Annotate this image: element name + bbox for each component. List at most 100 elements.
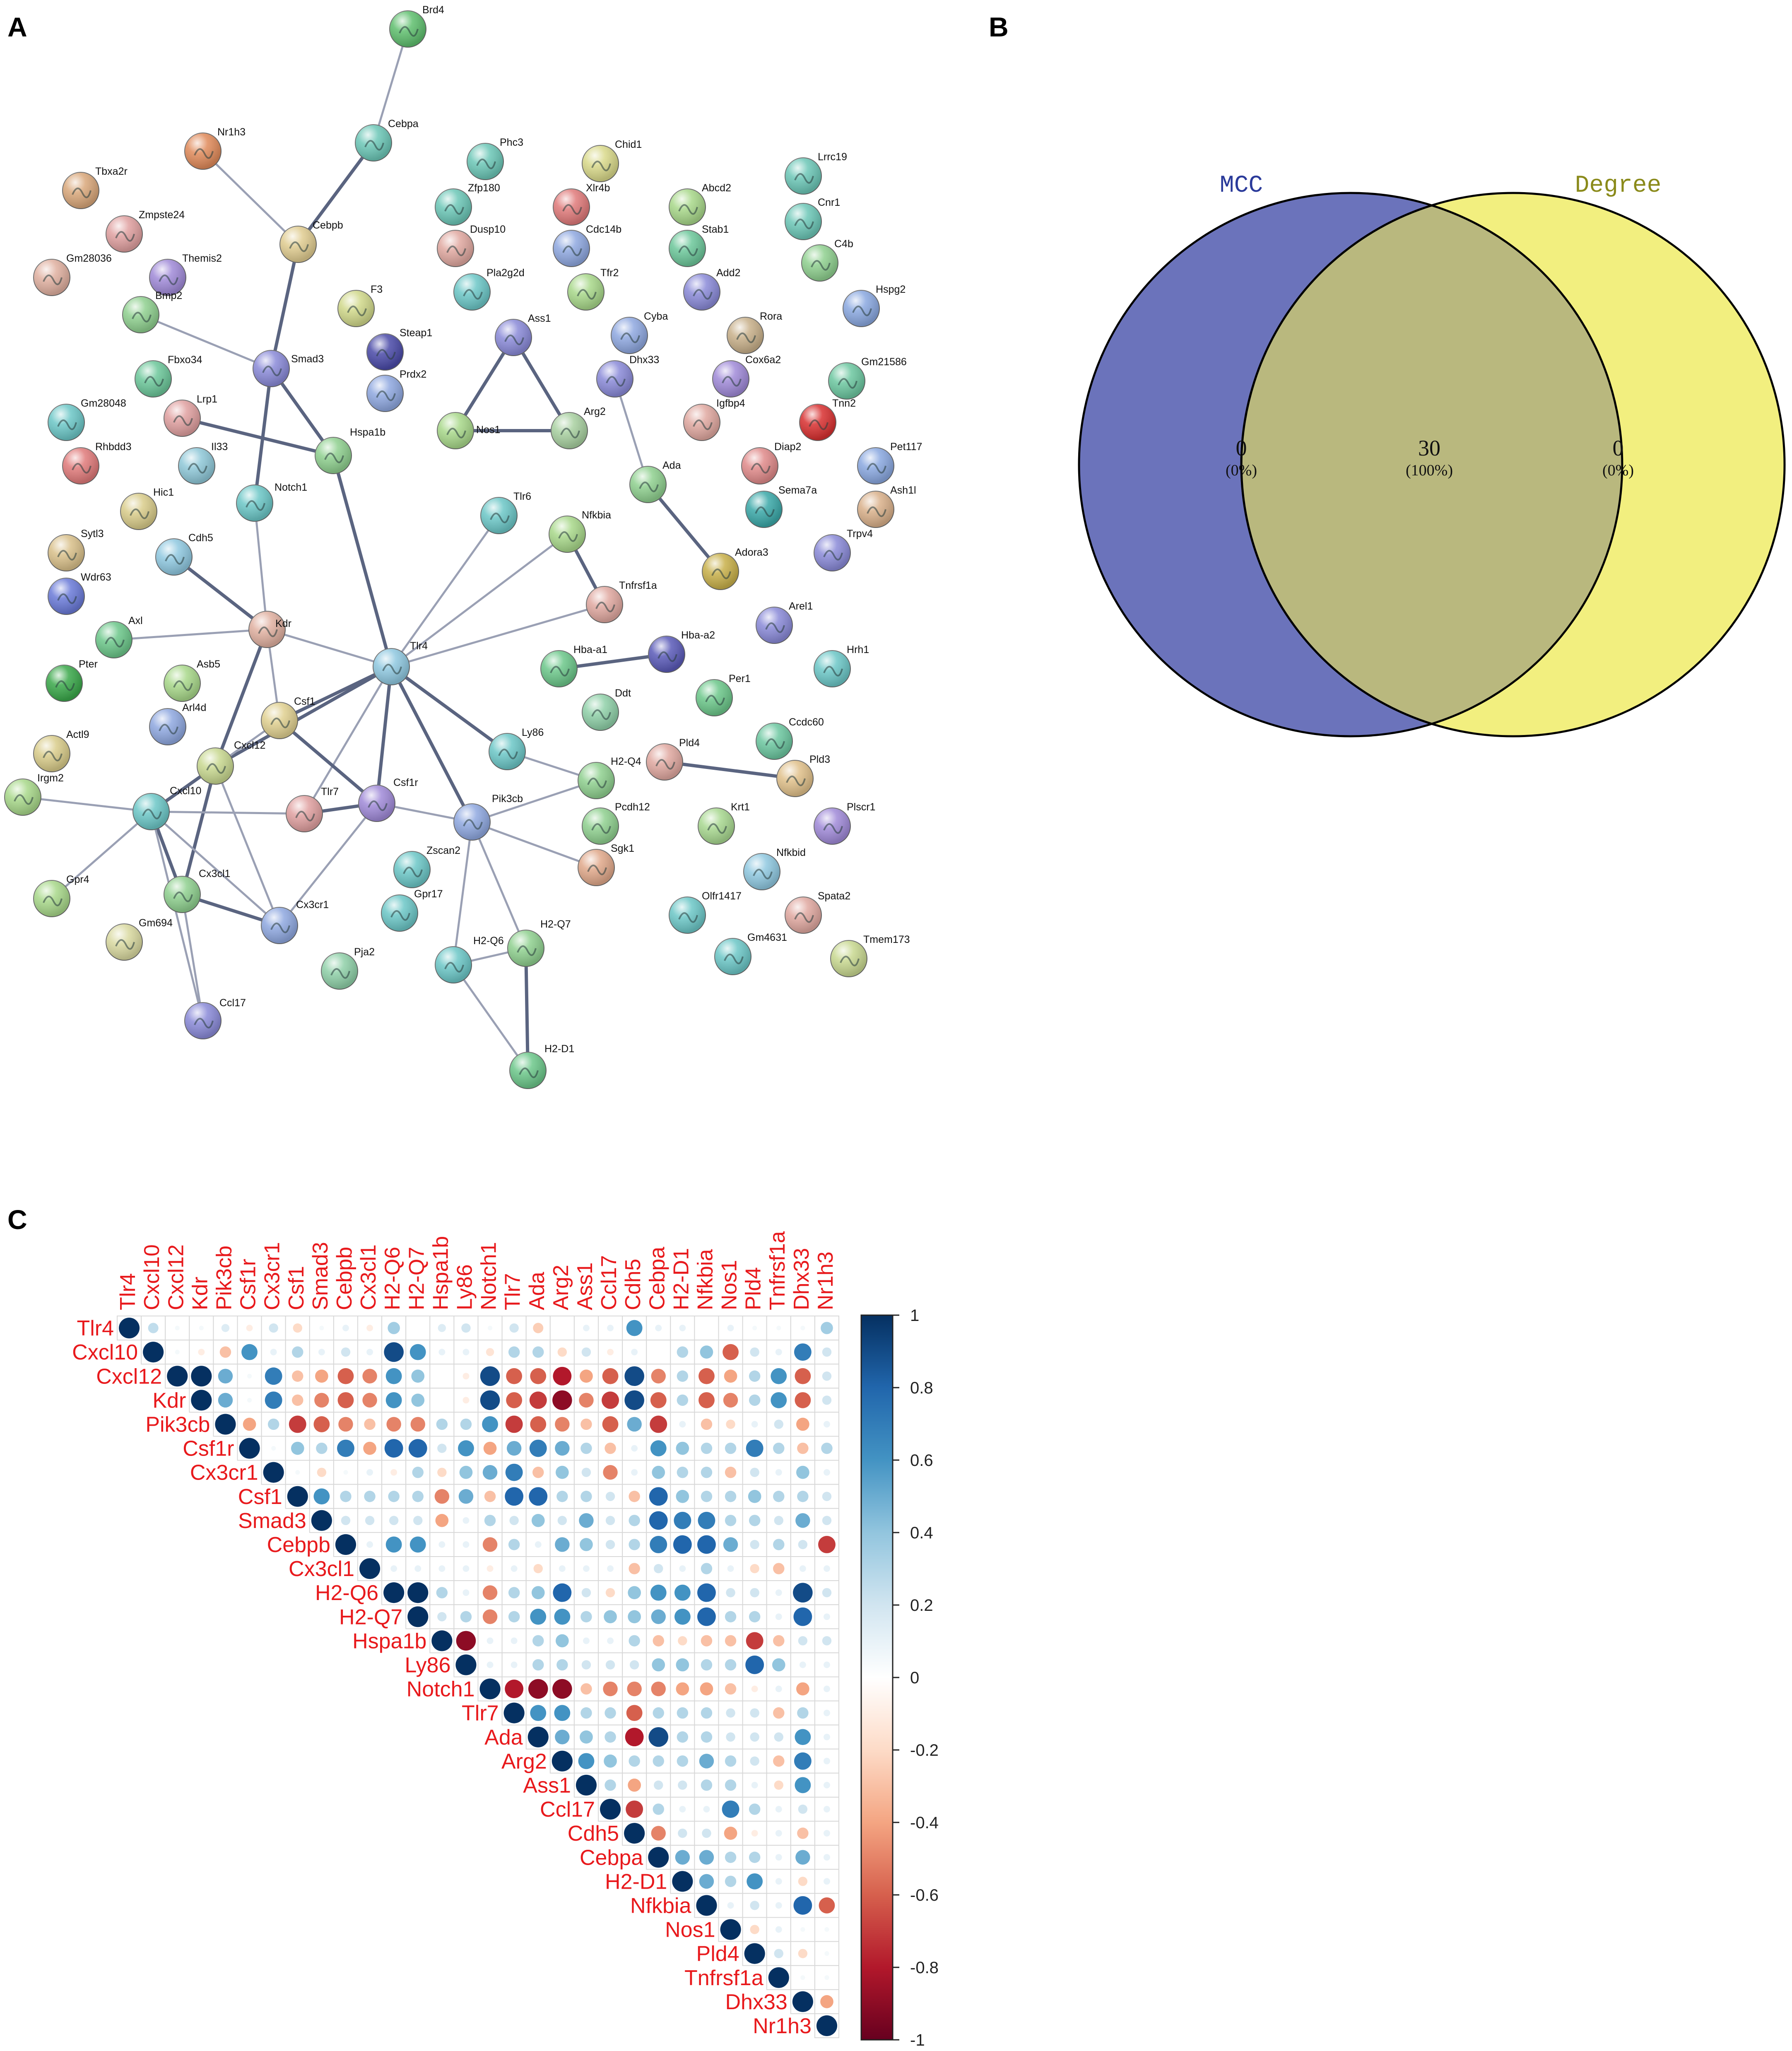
node-h2-q7[interactable]: H2-Q7 <box>507 918 571 967</box>
node-sgk1[interactable]: Sgk1 <box>578 843 634 886</box>
node-gm694[interactable]: Gm694 <box>106 917 173 961</box>
node-cebpb[interactable]: Cebpb <box>279 219 343 263</box>
node-pter[interactable]: Pter <box>46 658 98 702</box>
node-tnfrsf1a[interactable]: Tnfrsf1a <box>586 580 657 623</box>
node-themis2[interactable]: Themis2 <box>149 253 222 296</box>
node-irgm2[interactable]: Irgm2 <box>4 772 64 816</box>
node-arel1[interactable]: Arel1 <box>756 600 813 644</box>
node-smad3[interactable]: Smad3 <box>253 350 324 387</box>
node-adora3[interactable]: Adora3 <box>702 547 768 590</box>
node-tfr2[interactable]: Tfr2 <box>567 267 619 311</box>
node-xlr4b[interactable]: Xlr4b <box>553 182 610 226</box>
node-kdr[interactable]: Kdr <box>248 611 291 648</box>
node-pja2[interactable]: Pja2 <box>321 946 375 990</box>
node-tbxa2r[interactable]: Tbxa2r <box>62 166 128 209</box>
node-prdx2[interactable]: Prdx2 <box>366 369 426 412</box>
node-actl9[interactable]: Actl9 <box>33 729 89 772</box>
node-hrh1[interactable]: Hrh1 <box>814 644 869 687</box>
node-per1[interactable]: Per1 <box>696 673 751 716</box>
node-cdc14b[interactable]: Cdc14b <box>553 224 621 267</box>
node-dusp10[interactable]: Dusp10 <box>437 224 506 267</box>
node-tmem173[interactable]: Tmem173 <box>830 934 910 977</box>
node-dhx33[interactable]: Dhx33 <box>596 354 659 398</box>
node-cnr1[interactable]: Cnr1 <box>785 197 840 240</box>
node-wdr63[interactable]: Wdr63 <box>48 571 111 615</box>
node-hba-a1[interactable]: Hba-a1 <box>540 644 607 687</box>
node-spata2[interactable]: Spata2 <box>785 890 850 934</box>
node-arg2[interactable]: Arg2 <box>551 406 606 449</box>
node-axl[interactable]: Axl <box>95 615 143 658</box>
node-cdh5[interactable]: Cdh5 <box>155 532 213 576</box>
node-h2-d1[interactable]: H2-D1 <box>509 1043 574 1089</box>
node-phc3[interactable]: Phc3 <box>467 137 523 180</box>
node-nr1h3[interactable]: Nr1h3 <box>184 126 246 170</box>
node-abcd2[interactable]: Abcd2 <box>669 182 731 226</box>
node-cyba[interactable]: Cyba <box>611 311 668 354</box>
node-gm21586[interactable]: Gm21586 <box>828 356 907 400</box>
node-plscr1[interactable]: Plscr1 <box>814 801 875 845</box>
node-asb5[interactable]: Asb5 <box>164 658 220 702</box>
node-cxcl12[interactable]: Cxcl12 <box>197 740 265 785</box>
node-gm28048[interactable]: Gm28048 <box>48 398 126 441</box>
node-gpr17[interactable]: Gpr17 <box>381 888 443 932</box>
node-pik3cb[interactable]: Pik3cb <box>453 793 523 841</box>
node-chid1[interactable]: Chid1 <box>582 139 642 182</box>
node-tnn2[interactable]: Tnn2 <box>799 398 856 441</box>
node-h2-q6[interactable]: H2-Q6 <box>435 935 504 983</box>
node-il33[interactable]: Il33 <box>178 441 228 484</box>
node-hic1[interactable]: Hic1 <box>120 487 174 530</box>
node-pld3[interactable]: Pld3 <box>776 754 830 797</box>
node-brd4[interactable]: Brd4 <box>389 4 444 48</box>
node-hspg2[interactable]: Hspg2 <box>843 284 906 327</box>
node-tlr4[interactable]: Tlr4 <box>373 640 428 685</box>
node-f3[interactable]: F3 <box>337 284 383 327</box>
node-trpv4[interactable]: Trpv4 <box>814 528 873 571</box>
node-cx3cr1[interactable]: Cx3cr1 <box>261 899 329 944</box>
node-notch1[interactable]: Notch1 <box>236 482 307 522</box>
node-pla2g2d[interactable]: Pla2g2d <box>453 267 525 311</box>
node-pet117[interactable]: Pet117 <box>857 441 922 484</box>
node-cxcl10[interactable]: Cxcl10 <box>132 785 201 830</box>
node-ccl17[interactable]: Ccl17 <box>184 997 246 1039</box>
node-add2[interactable]: Add2 <box>683 267 740 311</box>
node-rora[interactable]: Rora <box>727 311 782 354</box>
node-arl4d[interactable]: Arl4d <box>149 702 206 745</box>
node-sytl3[interactable]: Sytl3 <box>48 528 104 571</box>
node-ly86[interactable]: Ly86 <box>489 727 544 770</box>
node-hspa1b[interactable]: Hspa1b <box>315 427 385 474</box>
node-nfkbid[interactable]: Nfkbid <box>743 847 806 890</box>
node-csf1r[interactable]: Csf1r <box>358 777 418 822</box>
node-nos1[interactable]: Nos1 <box>437 412 500 449</box>
node-h2-q4[interactable]: H2-Q4 <box>578 756 641 799</box>
node-pcdh12[interactable]: Pcdh12 <box>582 801 650 845</box>
node-bmp2[interactable]: Bmp2 <box>122 290 182 333</box>
node-tlr7[interactable]: Tlr7 <box>286 786 339 832</box>
node-hba-a2[interactable]: Hba-a2 <box>648 629 715 673</box>
node-c4b[interactable]: C4b <box>801 238 853 282</box>
node-lrrc19[interactable]: Lrrc19 <box>785 151 847 195</box>
node-zmpste24[interactable]: Zmpste24 <box>106 209 185 253</box>
node-gm28036[interactable]: Gm28036 <box>33 253 112 296</box>
node-steap1[interactable]: Steap1 <box>366 327 432 371</box>
node-csf1[interactable]: Csf1 <box>261 696 315 739</box>
node-cx3cl1[interactable]: Cx3cl1 <box>164 868 230 913</box>
node-stab1[interactable]: Stab1 <box>669 224 729 267</box>
node-olfr1417[interactable]: Olfr1417 <box>669 890 742 934</box>
node-nfkbia[interactable]: Nfkbia <box>549 509 611 553</box>
node-ccdc60[interactable]: Ccdc60 <box>756 716 824 760</box>
node-pld4[interactable]: Pld4 <box>646 737 700 781</box>
node-zfp180[interactable]: Zfp180 <box>435 182 500 226</box>
node-igfbp4[interactable]: Igfbp4 <box>683 398 745 441</box>
node-cebpa[interactable]: Cebpa <box>355 118 419 161</box>
node-cox6a2[interactable]: Cox6a2 <box>712 354 781 398</box>
node-tlr6[interactable]: Tlr6 <box>480 491 531 534</box>
node-ass1[interactable]: Ass1 <box>495 313 551 356</box>
node-krt1[interactable]: Krt1 <box>698 801 750 845</box>
node-rhbdd3[interactable]: Rhbdd3 <box>62 441 132 484</box>
node-fbxo34[interactable]: Fbxo34 <box>135 354 202 398</box>
node-sema7a[interactable]: Sema7a <box>745 484 817 528</box>
node-ash1l[interactable]: Ash1l <box>857 484 916 528</box>
node-gm4631[interactable]: Gm4631 <box>714 932 787 975</box>
node-diap2[interactable]: Diap2 <box>741 441 801 484</box>
node-ada[interactable]: Ada <box>629 460 681 503</box>
